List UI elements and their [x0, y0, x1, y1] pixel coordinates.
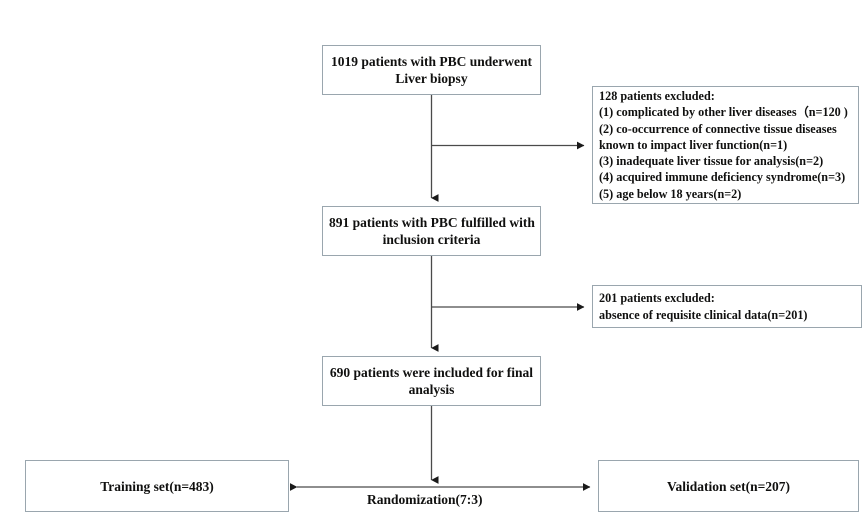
node-validation-set: Validation set(n=207) [598, 460, 859, 512]
excluded-1-line-2: (1) complicated by other liver diseases（… [599, 105, 848, 120]
excluded-2-line-2: absence of requisite clinical data(n=201… [599, 307, 808, 322]
excluded-1-line-7: (5) age below 18 years(n=2) [599, 186, 742, 201]
node-final-line-2: analysis [408, 382, 455, 397]
node-excluded-criteria-text: 128 patients excluded: (1) complicated b… [593, 88, 858, 202]
excluded-1-line-5: (3) inadequate liver tissue for analysis… [599, 154, 824, 169]
node-enrolled-text: 1019 patients with PBC underwent Liver b… [323, 53, 540, 87]
node-excluded-criteria: 128 patients excluded: (1) complicated b… [592, 86, 859, 204]
node-enrolled-line-1: 1019 patients with PBC underwent [330, 54, 532, 69]
excluded-1-line-3: (2) co-occurrence of connective tissue d… [599, 121, 837, 136]
node-excluded-missing-data-text: 201 patients excluded: absence of requis… [593, 290, 861, 323]
node-included-text: 891 patients with PBC fulfilled with inc… [323, 214, 540, 248]
node-final-analysis-text: 690 patients were included for final ana… [323, 364, 540, 398]
node-training-set: Training set(n=483) [25, 460, 289, 512]
excluded-1-line-4: known to impact liver function(n=1) [599, 137, 788, 152]
node-enrolled-line-2: Liver biopsy [395, 71, 468, 86]
node-final-analysis: 690 patients were included for final ana… [322, 356, 541, 406]
node-final-line-1: 690 patients were included for final [329, 365, 534, 380]
node-included-line-1: 891 patients with PBC fulfilled with [329, 215, 535, 230]
node-training-set-text: Training set(n=483) [100, 478, 214, 494]
node-excluded-missing-data: 201 patients excluded: absence of requis… [592, 285, 862, 328]
node-included-patients: 891 patients with PBC fulfilled with inc… [322, 206, 541, 256]
randomization-label: Randomization(7:3) [367, 492, 483, 507]
node-enrolled-patients: 1019 patients with PBC underwent Liver b… [322, 45, 541, 95]
excluded-1-line-6: (4) acquired immune deficiency syndrome(… [599, 170, 846, 185]
excluded-1-line-1: 128 patients excluded: [599, 88, 715, 103]
excluded-2-line-1: 201 patients excluded: [599, 291, 715, 306]
node-validation-set-text: Validation set(n=207) [666, 478, 791, 494]
node-included-line-2: inclusion criteria [382, 232, 481, 247]
